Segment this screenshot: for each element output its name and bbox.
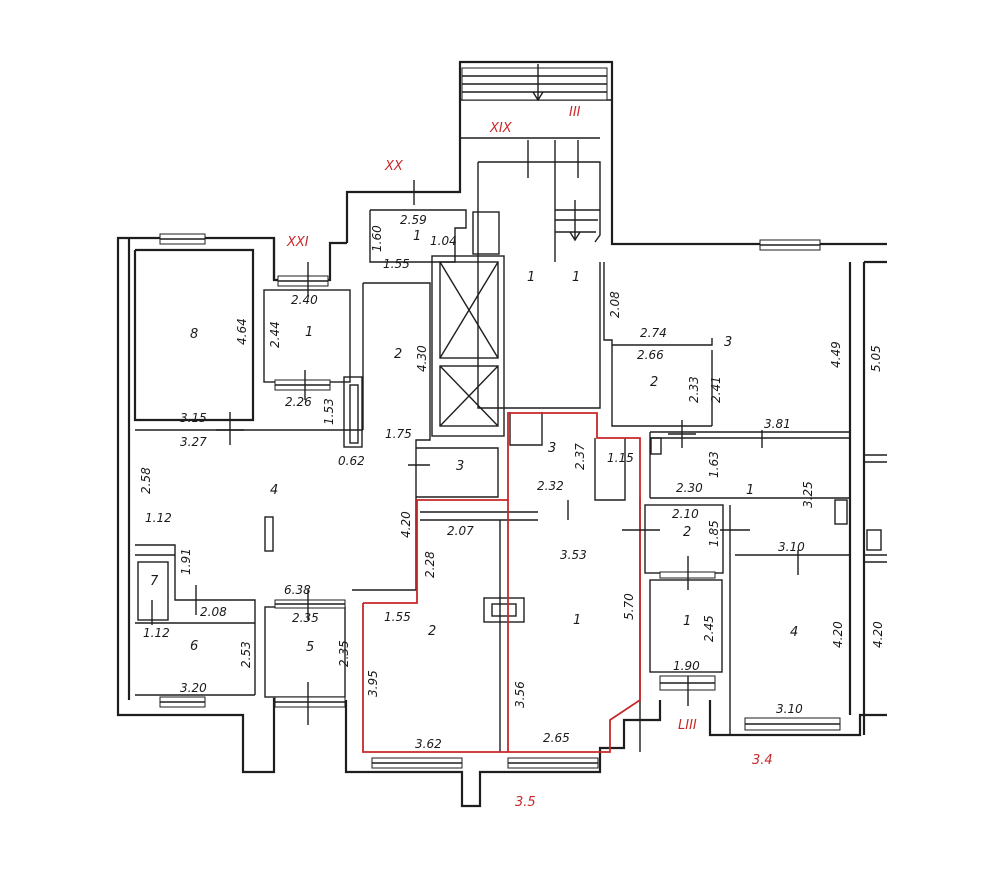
- dim-3-25: 3.25: [801, 481, 815, 508]
- dim-3-81: 3.81: [764, 417, 791, 431]
- room-numbers: 8 1 2 3 4 7 6 5 1 1 1 3 2 3 1 2 2 1 1 4: [150, 229, 798, 655]
- dim-1-60: 1.60: [370, 225, 384, 252]
- marker-liii: LIII: [678, 718, 697, 733]
- dim-3-15: 3.15: [180, 411, 207, 425]
- dim-1-85: 1.85: [707, 520, 721, 547]
- room-number-2-highlighted: 2: [428, 624, 436, 639]
- room-number-5: 5: [306, 640, 314, 655]
- room-number-1-xx: 1: [413, 229, 421, 244]
- marker-3-5: 3.5: [515, 795, 536, 810]
- dim-2-37: 2.37: [573, 443, 587, 470]
- dim-3-20: 3.20: [180, 681, 207, 695]
- dim-2-45: 2.45: [702, 615, 716, 642]
- dim-5-70: 5.70: [622, 593, 636, 620]
- room-number-2-right: 2: [683, 525, 691, 540]
- room-number-1-stair-b: 1: [572, 270, 580, 285]
- dim-2-35-h: 2.35: [292, 611, 319, 625]
- dim-6-38: 6.38: [284, 583, 311, 597]
- dim-2-35-v: 2.35: [337, 640, 351, 667]
- dim-1-75: 1.75: [385, 427, 412, 441]
- dim-2-44: 2.44: [268, 321, 282, 348]
- dim-2-65: 2.65: [543, 731, 570, 745]
- dim-3-62: 3.62: [415, 737, 442, 751]
- dim-2-53: 2.53: [239, 641, 253, 668]
- dim-2-28: 2.28: [423, 551, 437, 578]
- dim-1-55-top: 1.55: [383, 257, 410, 271]
- dim-3-10-lower: 3.10: [776, 702, 803, 716]
- room-number-3-middle: 3: [456, 459, 464, 474]
- room-number-1-small: 1: [683, 614, 691, 629]
- dim-3-53: 3.53: [560, 548, 587, 562]
- staircase: [532, 64, 600, 242]
- dim-3-95: 3.95: [366, 670, 380, 697]
- section-markers: XIX III XX XXI LIII 3.5 3.4: [286, 105, 773, 810]
- dim-2-40: 2.40: [291, 293, 318, 307]
- dim-1-04: 1.04: [430, 234, 457, 248]
- dim-2-32: 2.32: [537, 479, 564, 493]
- dim-4-49: 4.49: [829, 341, 843, 368]
- dim-1-91: 1.91: [179, 548, 193, 575]
- dim-2-41: 2.41: [709, 376, 723, 403]
- room-number-1-highlighted: 1: [573, 613, 581, 628]
- dim-2-07: 2.07: [447, 524, 474, 538]
- room-number-2-top-right: 2: [650, 375, 658, 390]
- dim-3-27: 3.27: [180, 435, 207, 449]
- dim-1-63: 1.63: [707, 451, 721, 478]
- dim-1-55-red: 1.55: [384, 610, 411, 624]
- dim-1-53: 1.53: [322, 398, 336, 425]
- dimensions-vertical: 1.60 2.44 4.64 4.30 1.53 2.58 1.91 2.53 …: [139, 225, 885, 708]
- dim-3-56: 3.56: [513, 681, 527, 708]
- dim-1-12-lower: 1.12: [143, 626, 170, 640]
- room-number-3-top-right: 3: [724, 335, 732, 350]
- dim-2-10: 2.10: [672, 507, 699, 521]
- dim-4-64: 4.64: [235, 318, 249, 345]
- room-number-4-hall: 4: [270, 483, 278, 498]
- dim-2-08-right: 2.08: [608, 291, 622, 318]
- room-number-4-right: 4: [790, 625, 798, 640]
- highlighted-premises-outline: [362, 412, 641, 753]
- marker-iii: III: [569, 105, 581, 120]
- dim-3-10-upper: 3.10: [778, 540, 805, 554]
- dim-2-08-left: 2.08: [200, 605, 227, 619]
- dim-4-30: 4.30: [415, 345, 429, 372]
- dim-1-15: 1.15: [607, 451, 634, 465]
- dim-2-74: 2.74: [640, 326, 667, 340]
- dim-2-26: 2.26: [285, 395, 312, 409]
- dimension-ticks: [151, 140, 799, 725]
- dim-4-20-hall: 4.20: [399, 511, 413, 538]
- room-number-2-corridor: 2: [394, 347, 402, 362]
- room-number-3-highlighted: 3: [548, 441, 556, 456]
- dim-4-20-far-right: 4.20: [871, 621, 885, 648]
- room-number-1-stair-a: 1: [527, 270, 535, 285]
- dim-1-90: 1.90: [673, 659, 700, 673]
- dim-2-59: 2.59: [400, 213, 427, 227]
- marker-xxi: XXI: [286, 235, 309, 250]
- dim-4-20-right: 4.20: [831, 621, 845, 648]
- dimensions: 2.59 1.04 1.55 2.40 2.26 1.75 0.62 3.15 …: [143, 213, 805, 751]
- marker-3-4: 3.4: [752, 753, 773, 768]
- outer-walls: [116, 60, 887, 808]
- dim-0-62: 0.62: [338, 454, 365, 468]
- room-number-1-right: 1: [746, 483, 754, 498]
- dim-2-58: 2.58: [139, 467, 153, 494]
- dim-1-12-upper: 1.12: [145, 511, 172, 525]
- marker-xix: XIX: [489, 121, 513, 136]
- marker-xx: XX: [384, 159, 404, 174]
- dim-2-66: 2.66: [637, 348, 664, 362]
- dim-2-33: 2.33: [687, 376, 701, 403]
- room-number-7: 7: [150, 574, 159, 589]
- dim-2-30: 2.30: [676, 481, 703, 495]
- room-number-6: 6: [190, 639, 198, 654]
- dim-5-05: 5.05: [869, 345, 883, 372]
- room-number-8: 8: [190, 327, 198, 342]
- room-number-1-top-left: 1: [305, 325, 313, 340]
